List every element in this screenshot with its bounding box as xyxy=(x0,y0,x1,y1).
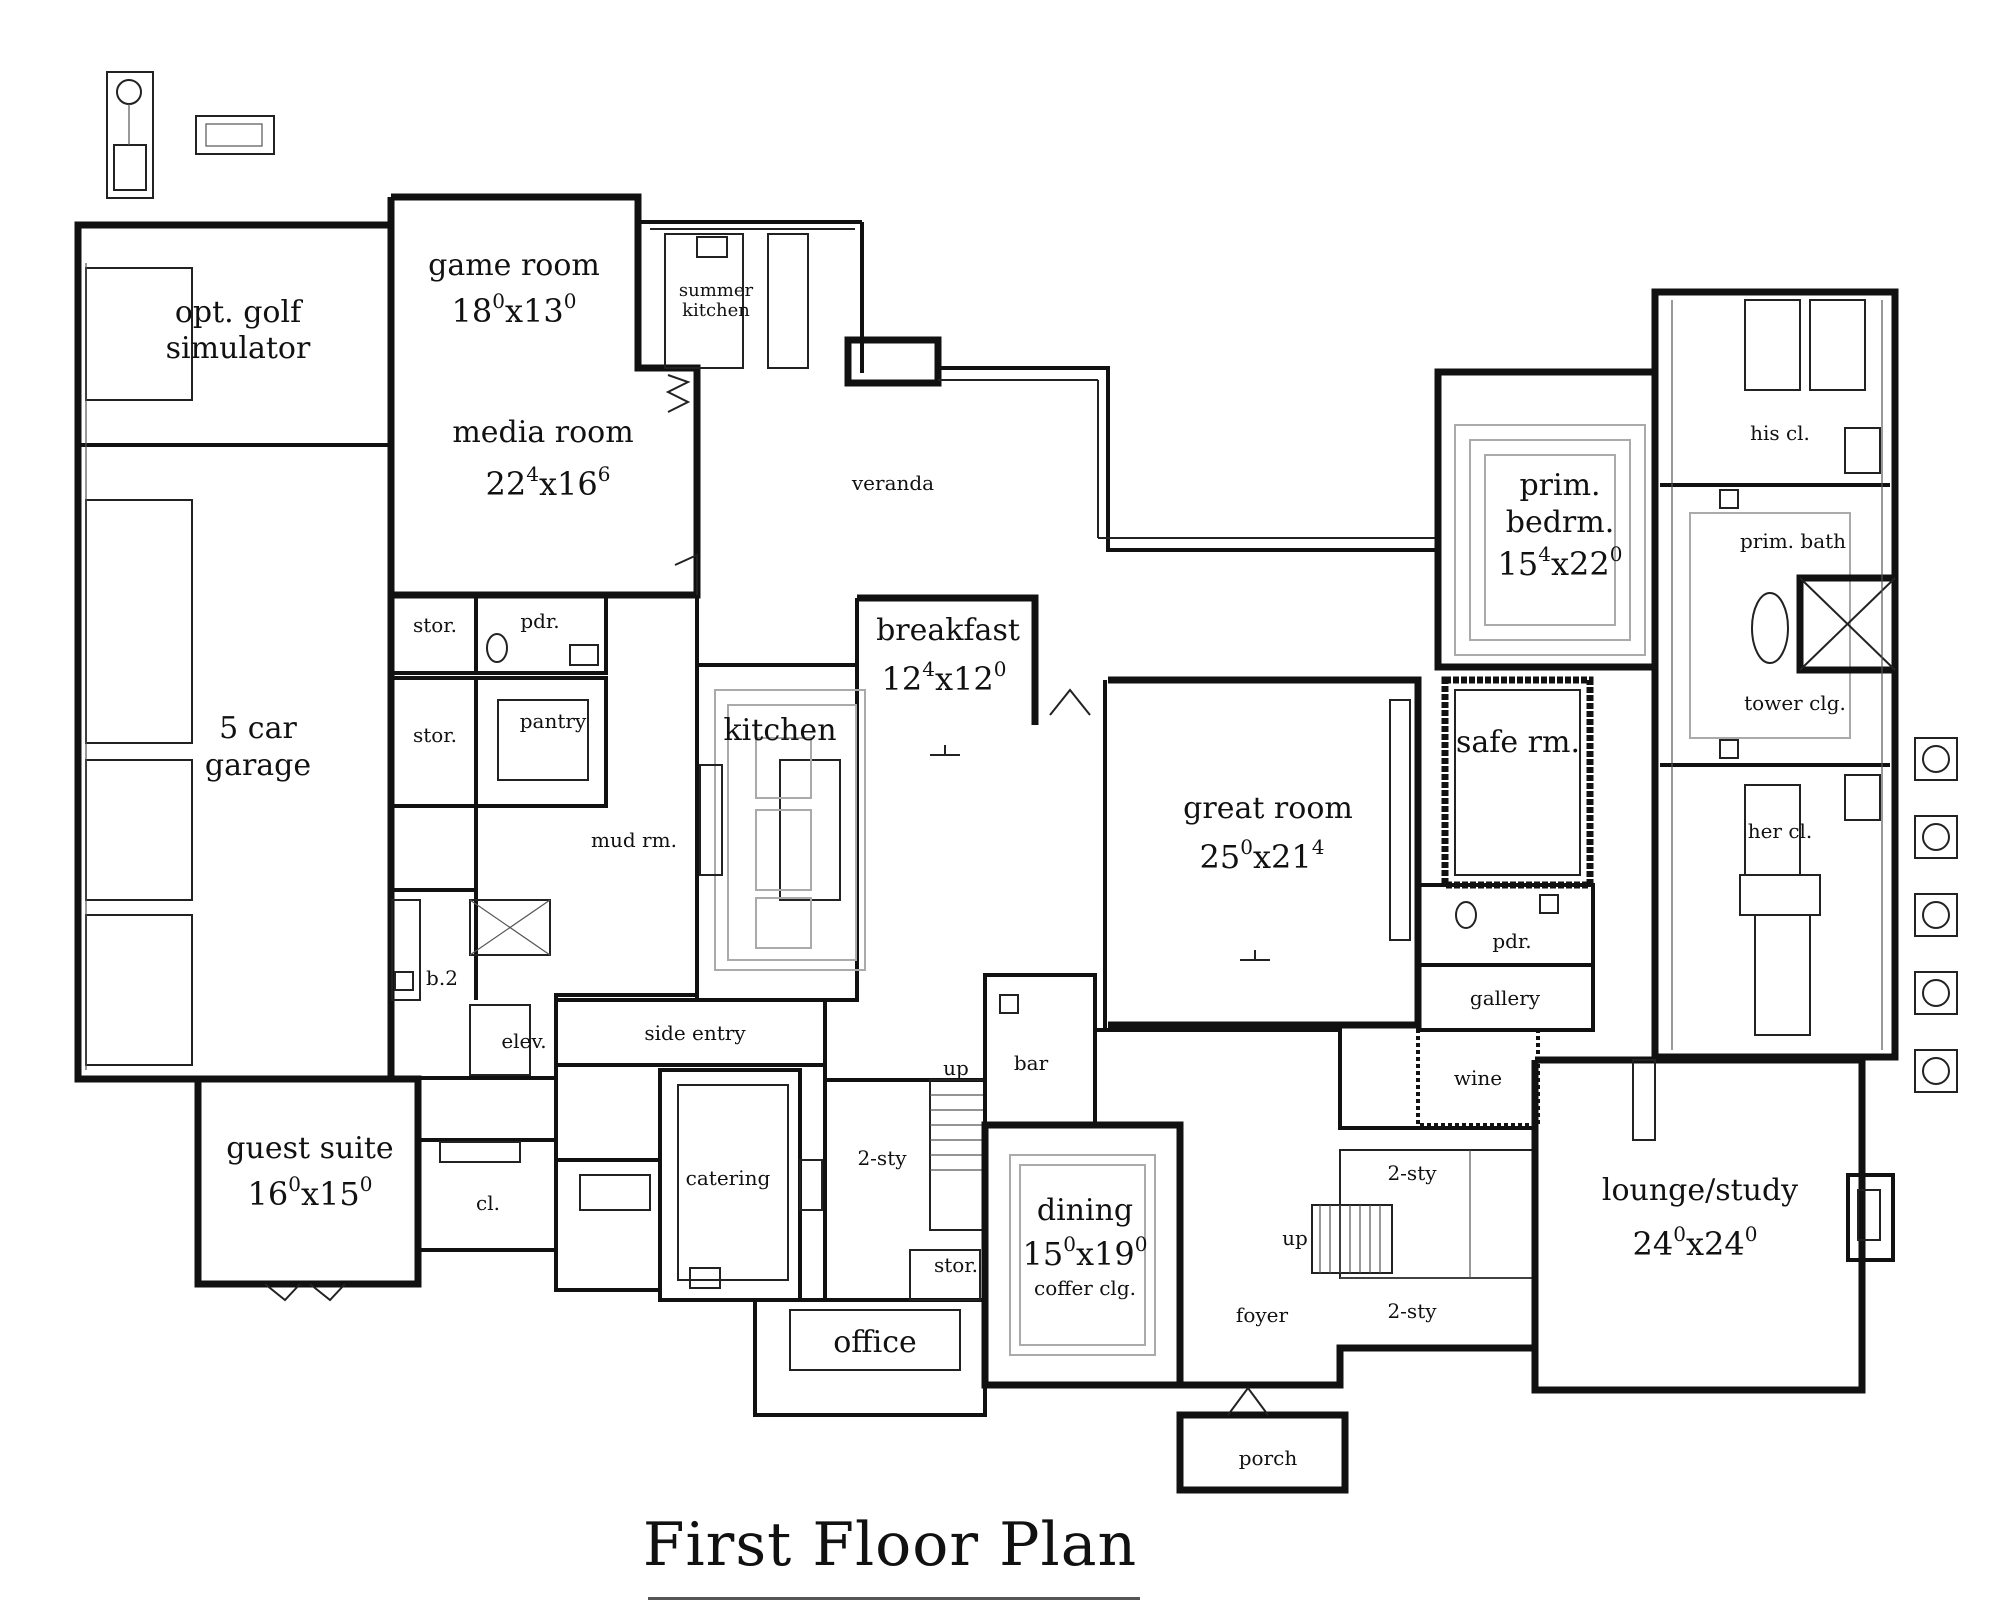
guest-suite-dims: 160x150 xyxy=(248,1172,373,1213)
porch-label: porch xyxy=(1239,1446,1298,1470)
garage-label-1: 5 car xyxy=(219,711,297,746)
veranda-label: veranda xyxy=(851,471,934,495)
exterior-fixtures xyxy=(1914,737,1958,1093)
stor-label-1: stor. xyxy=(413,613,457,637)
dining-dims: 150x190 xyxy=(1023,1232,1148,1273)
primary-bedroom-label-1: prim. xyxy=(1519,468,1600,503)
gallery-label: gallery xyxy=(1470,986,1541,1010)
stor-label-3: stor. xyxy=(934,1253,978,1277)
golf-label-2: simulator xyxy=(166,331,311,366)
b2-label: b.2 xyxy=(426,966,458,990)
up-label-2: up xyxy=(1282,1226,1308,1250)
plan-title: First Floor Plan xyxy=(642,1510,1138,1580)
primary-bedroom-label-2: bedrm. xyxy=(1506,505,1615,540)
dining-note: coffer clg. xyxy=(1034,1276,1136,1300)
closet-label: cl. xyxy=(476,1191,500,1215)
her-closet-label: her cl. xyxy=(1748,819,1813,843)
service-rooms xyxy=(389,593,608,1000)
great-room-block xyxy=(1108,676,1422,1029)
great-room-label: great room xyxy=(1183,791,1353,826)
tower-ceiling-label: tower clg. xyxy=(1744,691,1846,715)
great-room-dims: 250x214 xyxy=(1200,835,1325,876)
safe-room-label: safe rm. xyxy=(1456,725,1580,760)
two-story-label-1: 2-sty xyxy=(857,1146,907,1170)
wine-label: wine xyxy=(1454,1066,1502,1090)
equipment-symbols xyxy=(106,71,275,199)
plan-title-wrap: First Floor Plan xyxy=(640,1510,1140,1580)
bar-label: bar xyxy=(1014,1051,1049,1075)
central-service-block xyxy=(1416,676,1595,1127)
title-underline xyxy=(648,1597,1140,1600)
primary-bedroom-dims: 154x220 xyxy=(1498,542,1623,583)
summer-kitchen-label-1: summer xyxy=(679,280,754,301)
catering-label: catering xyxy=(686,1166,771,1190)
mud-room-label: mud rm. xyxy=(591,828,677,852)
game-room-label: game room xyxy=(428,248,600,283)
lounge-study-label: lounge/study xyxy=(1602,1173,1798,1208)
pantry-label: pantry xyxy=(520,709,587,733)
two-story-label-3: 2-sty xyxy=(1387,1299,1437,1323)
side-entry-label: side entry xyxy=(644,1021,746,1045)
garage-label-2: garage xyxy=(205,748,311,783)
breakfast-label: breakfast xyxy=(876,613,1020,648)
lounge-block xyxy=(1531,1056,1895,1394)
foyer-block xyxy=(1095,1028,1536,1494)
game-room-dims: 180x130 xyxy=(452,289,577,330)
media-room-label: media room xyxy=(452,415,633,450)
two-story-label-2: 2-sty xyxy=(1387,1161,1437,1185)
foyer-label: foyer xyxy=(1236,1303,1289,1327)
pdr-label-2: pdr. xyxy=(1492,929,1531,953)
stor-label-2: stor. xyxy=(413,723,457,747)
dining-label: dining xyxy=(1037,1193,1133,1228)
guest-suite-label: guest suite xyxy=(226,1131,393,1166)
veranda-block xyxy=(638,220,1438,595)
pdr-label-1: pdr. xyxy=(520,609,559,633)
summer-kitchen-label-2: kitchen xyxy=(682,300,750,321)
primary-bath-label: prim. bath xyxy=(1740,529,1846,553)
kitchen-label: kitchen xyxy=(723,713,836,748)
catering-block xyxy=(554,998,987,1417)
up-label-1: up xyxy=(943,1056,969,1080)
elev-label: elev. xyxy=(501,1029,546,1053)
dining-block xyxy=(981,973,1184,1389)
lounge-study-dims: 240x240 xyxy=(1633,1222,1758,1263)
golf-label-1: opt. golf xyxy=(175,295,303,330)
office-label: office xyxy=(833,1325,917,1360)
his-closet-label: his cl. xyxy=(1750,421,1810,445)
media-room-dims: 224x166 xyxy=(486,462,611,503)
breakfast-dims: 124x120 xyxy=(882,657,1007,698)
